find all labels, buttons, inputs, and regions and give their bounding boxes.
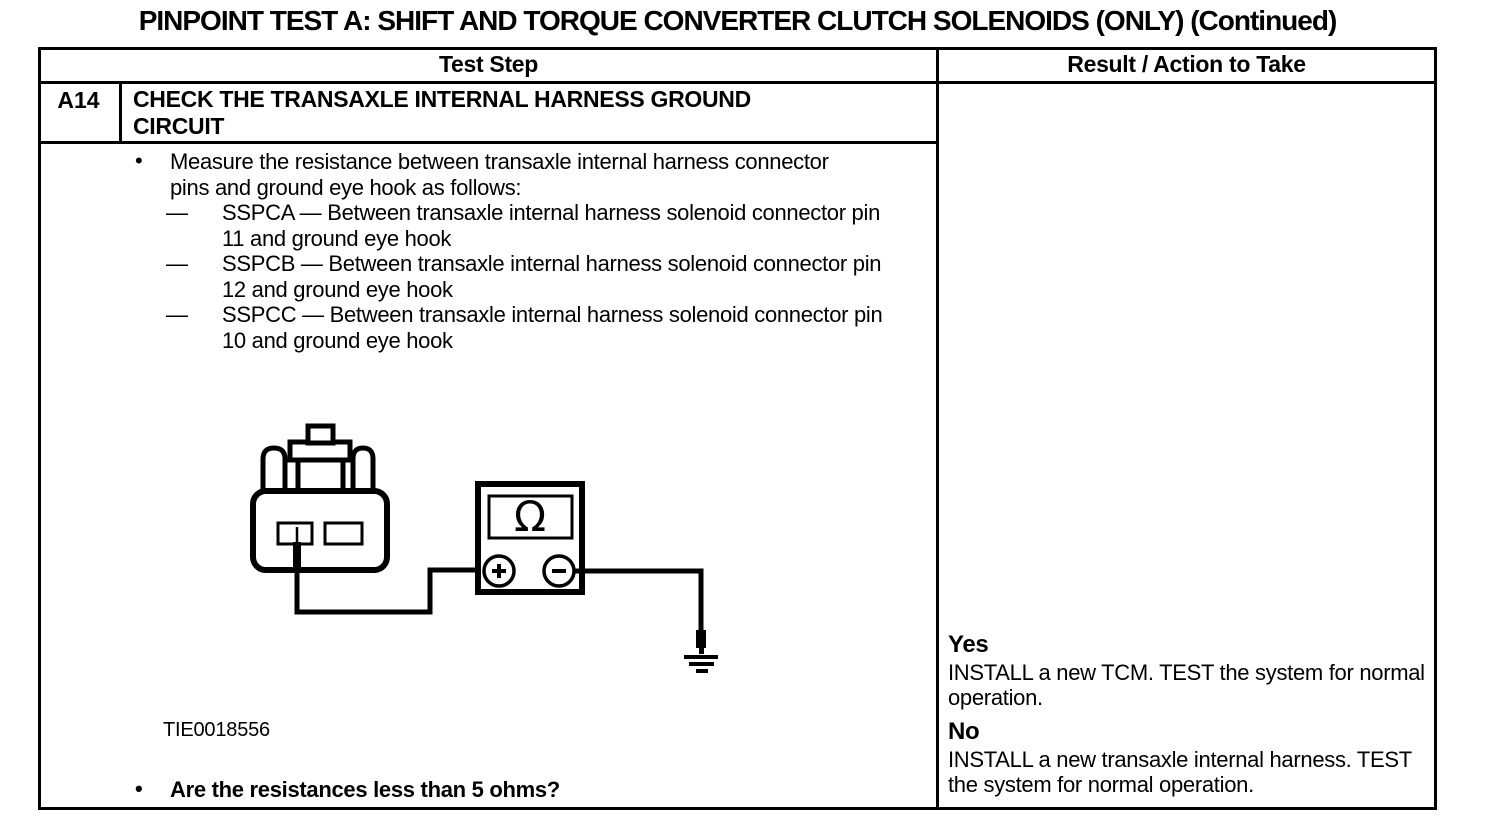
- bullet-marker: •: [135, 776, 143, 801]
- pin-cavity-right: [323, 521, 364, 546]
- step-id: A14: [57, 87, 100, 113]
- page-title: PINPOINT TEST A: SHIFT AND TORQUE CONVER…: [138, 5, 1338, 36]
- step-title-row-divider: [38, 141, 939, 144]
- minus-terminal-icon: [542, 554, 576, 588]
- result-no-action: INSTALL a new transaxle internal harness…: [948, 747, 1412, 797]
- sub-item-sspcb: SSPCB — Between transaxle internal harne…: [222, 251, 882, 302]
- result-no-label: No: [948, 718, 980, 745]
- result-yes-action: INSTALL a new TCM. TEST the system for n…: [948, 660, 1425, 710]
- step-id-divider: [119, 81, 122, 144]
- test-hookup-diagram: Ω: [250, 423, 718, 673]
- step-title: CHECK THE TRANSAXLE INTERNAL HARNESS GRO…: [133, 86, 751, 139]
- sub-item-sspcc: SSPCC — Between transaxle internal harne…: [222, 302, 883, 353]
- dash-marker: —: [166, 251, 188, 276]
- plus-terminal-icon: [482, 554, 516, 588]
- meter-display: [487, 494, 574, 540]
- step-question: Are the resistances less than 5 ohms?: [170, 777, 560, 802]
- test-lead-wire-positive: [294, 566, 484, 615]
- sub-item-sspca: SSPCA — Between transaxle internal harne…: [222, 200, 880, 251]
- bullet-marker: •: [135, 148, 143, 173]
- pinpoint-test-table: [38, 47, 1437, 810]
- header-test-step: Test Step: [438, 51, 539, 77]
- figure-caption: TIE0018556: [163, 719, 270, 741]
- pin-cavity-left: [276, 521, 314, 546]
- probe-tip-icon: [293, 527, 301, 570]
- omega-symbol: Ω: [514, 492, 546, 541]
- header-row-divider: [38, 81, 1437, 84]
- dash-marker: —: [166, 302, 188, 327]
- test-lead-wire-negative: [574, 568, 704, 632]
- dash-marker: —: [166, 200, 188, 225]
- column-divider: [936, 47, 939, 810]
- ground-symbol-icon: [684, 630, 718, 673]
- result-yes-label: Yes: [948, 631, 989, 658]
- header-result-action: Result / Action to Take: [1067, 51, 1306, 77]
- transaxle-connector-icon: [250, 423, 390, 573]
- ohmmeter-icon: Ω: [475, 481, 585, 595]
- instruction-text: Measure the resistance between transaxle…: [170, 149, 829, 200]
